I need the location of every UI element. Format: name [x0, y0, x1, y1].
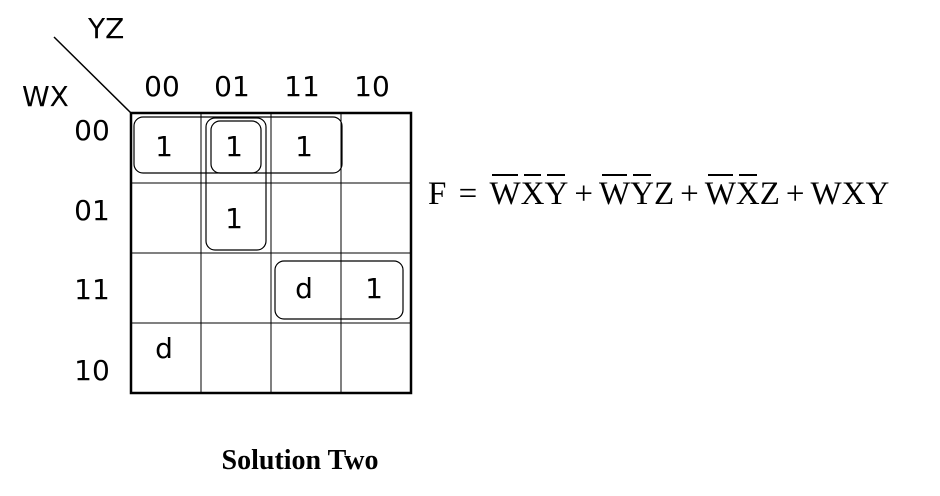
row-label-00: 00 [74, 114, 110, 147]
term-3: WXZ [704, 174, 780, 212]
term-4: WXY [811, 176, 890, 212]
col-label-01: 01 [214, 70, 250, 103]
cell-value: 1 [155, 130, 173, 163]
caption-solution: Solution Two [221, 445, 379, 476]
boolean-equation: F = WXY+WYZ+WXZ+WXY [428, 174, 890, 212]
cell-value: 1 [225, 130, 243, 163]
group-row11-cols11-10 [274, 260, 404, 320]
col-label-11: 11 [284, 70, 320, 103]
literal-complement: X [520, 174, 545, 212]
term-2: WYZ [598, 174, 675, 212]
literal: Z [759, 176, 780, 212]
col-variable-label: YZ [87, 12, 124, 45]
term-1: WXY [489, 174, 569, 212]
col-label-10: 10 [354, 70, 390, 103]
literal: X [841, 176, 866, 212]
cell-value: d [295, 272, 313, 305]
row-variable-label: WX [22, 80, 69, 113]
group-cell-00-01 [210, 120, 262, 174]
literal-complement: W [598, 174, 631, 212]
literal-complement: W [489, 174, 521, 212]
row-label-10: 10 [74, 354, 110, 387]
plus-sign: + [680, 176, 699, 212]
cell-value: d [155, 332, 173, 365]
literal-complement: Y [630, 174, 654, 212]
literal-complement: W [704, 174, 736, 212]
literal: Y [865, 176, 890, 212]
diagonal-divider [53, 36, 132, 114]
row-label-01: 01 [74, 194, 110, 227]
plus-sign: + [574, 176, 593, 212]
cell-value: 1 [365, 272, 383, 305]
kmap-border [129, 111, 413, 395]
col-label-00: 00 [144, 70, 180, 103]
row-label-11: 11 [74, 273, 110, 306]
plus-sign: + [785, 176, 805, 212]
equation-lhs: F [428, 176, 447, 212]
literal-complement: Y [544, 174, 569, 212]
cell-value: 1 [225, 202, 243, 235]
equation-terms: WXY+WYZ+WXZ+WXY [489, 174, 890, 212]
literal: W [810, 176, 842, 212]
group-col01-rows00-01 [205, 117, 267, 251]
equation-equals: = [458, 176, 478, 212]
literal: Z [653, 176, 675, 212]
literal-complement: X [735, 174, 760, 212]
cell-value: 1 [295, 130, 313, 163]
